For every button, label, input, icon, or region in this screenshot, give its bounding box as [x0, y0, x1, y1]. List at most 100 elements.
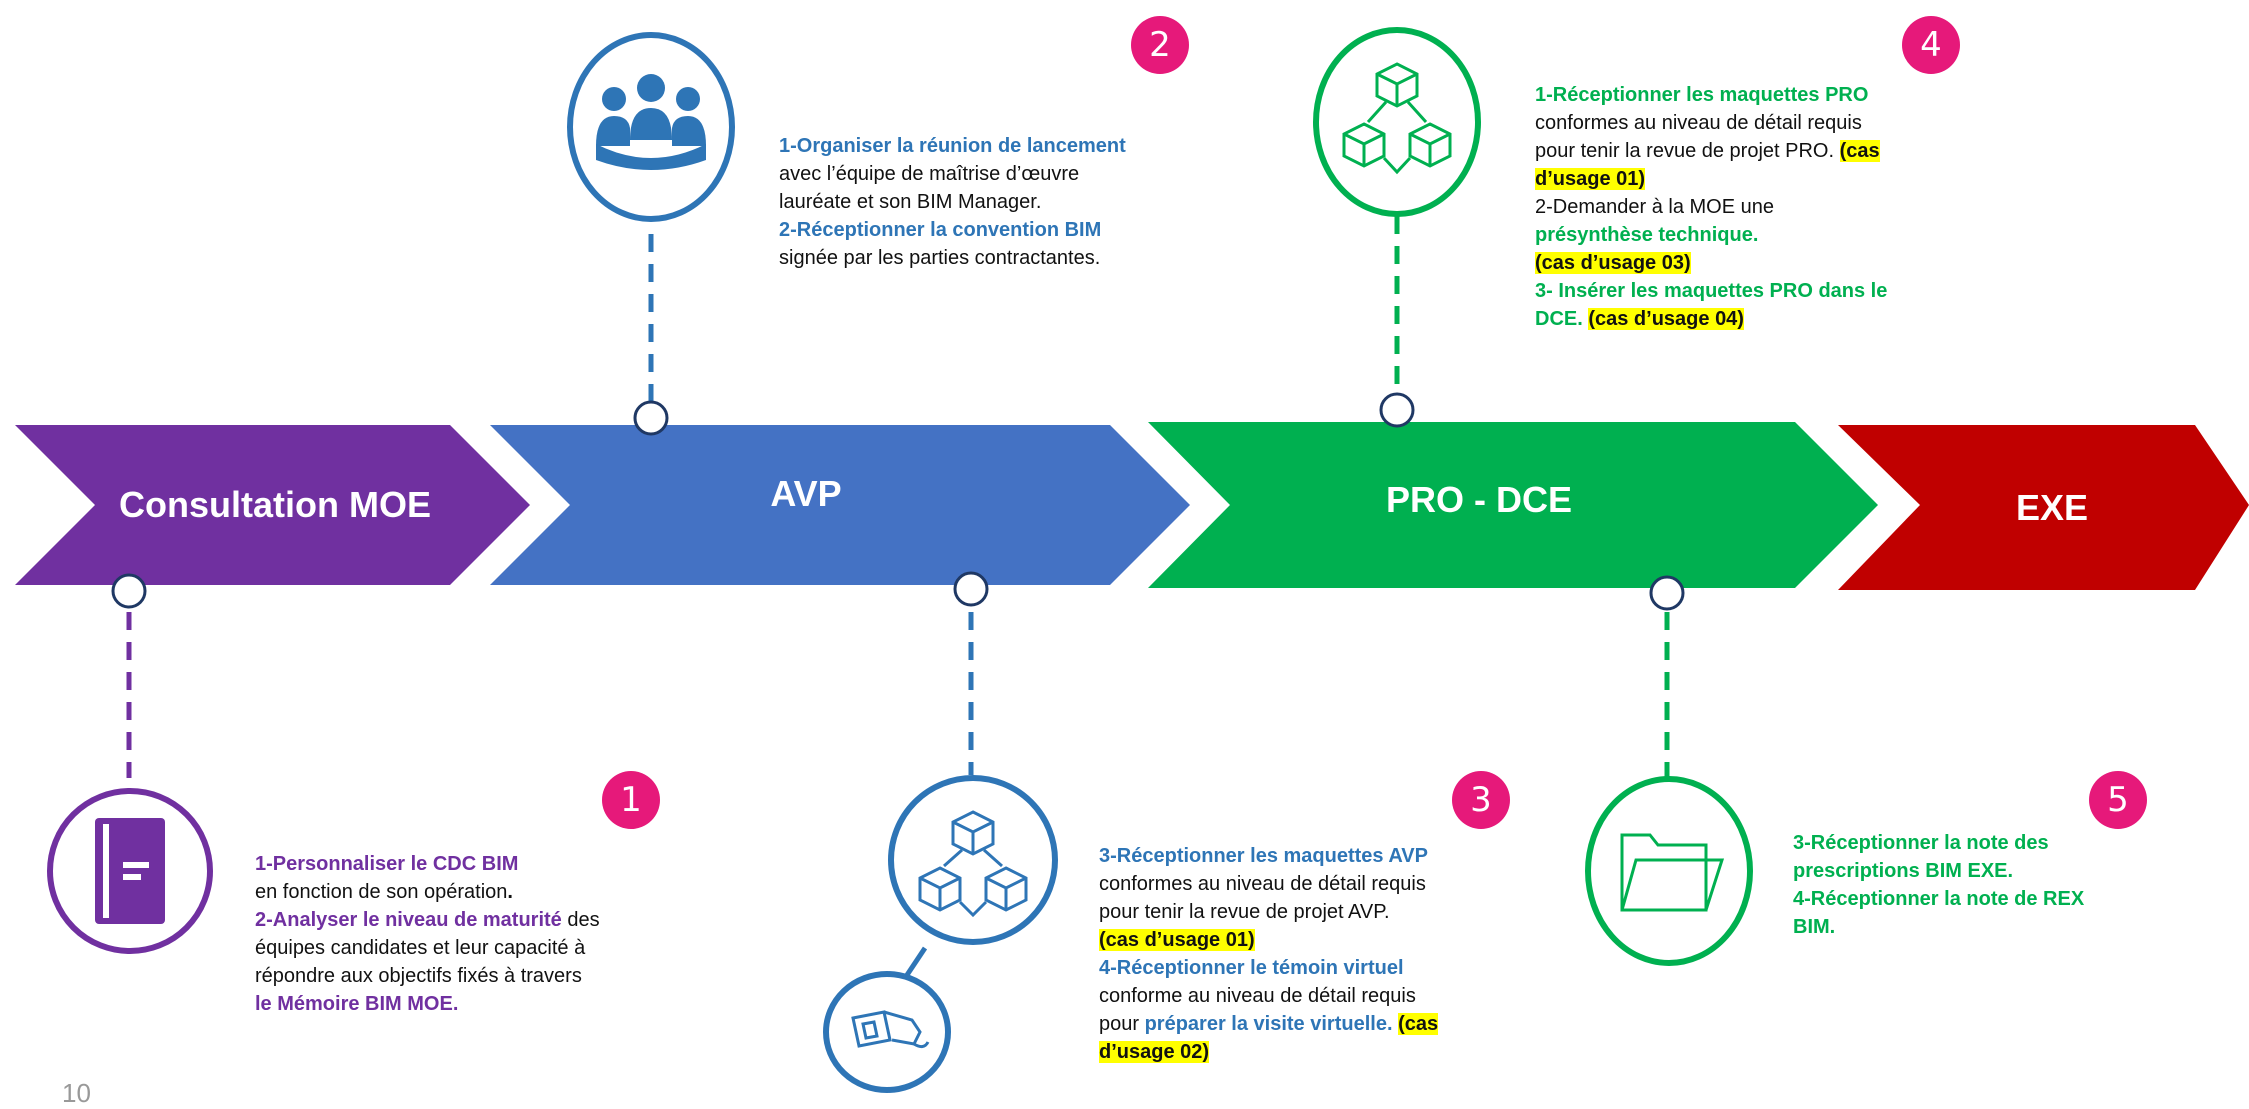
- node-step-2: [633, 400, 669, 436]
- text-line: 4-Réceptionner la note de REX: [1793, 885, 2133, 913]
- text-run: 2-Demander à la MOE une: [1535, 196, 1775, 218]
- step-3-text: 3-Réceptionner les maquettes AVP conforme…: [1099, 842, 1499, 1066]
- step-2-text: 1-Organiser la réunion de lancement avec …: [779, 132, 1179, 272]
- text-run: signée par les parties contractantes.: [779, 247, 1101, 269]
- text-line: le Mémoire BIM MOE.: [255, 990, 655, 1018]
- text-line: 1-Réceptionner les maquettes PRO: [1535, 81, 1935, 109]
- text-line: signée par les parties contractantes.: [779, 244, 1179, 272]
- text-line: avec l’équipe de maîtrise d’œuvre: [779, 160, 1179, 188]
- text-line: DCE. (cas d’usage 04): [1535, 305, 1935, 333]
- text-line: pour tenir la revue de projet AVP.: [1099, 898, 1499, 926]
- vr-link-line: [902, 946, 928, 980]
- team-icon: [567, 32, 735, 222]
- step-badge-2: 2: [1131, 16, 1189, 74]
- step-5-text: 3-Réceptionner la note des prescriptions …: [1793, 829, 2133, 941]
- node-step-5: [1649, 575, 1685, 611]
- use-case-tag: (cas d’usage 01): [1099, 929, 1255, 951]
- text-run: BIM.: [1793, 916, 1836, 938]
- document-icon: [47, 788, 213, 954]
- text-run: 1-Réceptionner les maquettes PRO: [1535, 84, 1869, 106]
- text-run: conforme au niveau de détail requis: [1099, 985, 1416, 1007]
- text-line: 2-Analyser le niveau de maturité des: [255, 906, 655, 934]
- use-case-tag: d’usage 01): [1535, 168, 1646, 190]
- step-1-text: 1-Personnaliser le CDC BIM en fonction de…: [255, 850, 655, 1018]
- text-line: 2-Demander à la MOE une: [1535, 193, 1935, 221]
- text-run: conformes au niveau de détail requis: [1535, 112, 1862, 134]
- phase-label-exe: EXE: [2016, 487, 2088, 528]
- text-run: prescriptions BIM EXE.: [1793, 860, 2014, 882]
- text-run: 3- Insérer les maquettes PRO dans le: [1535, 280, 1888, 302]
- use-case-tag: (cas: [1398, 1013, 1439, 1035]
- step-badge-3: 3: [1452, 771, 1510, 829]
- text-run: pour: [1099, 1013, 1145, 1035]
- text-run: 4-Réceptionner la note de REX: [1793, 888, 2085, 910]
- text-line: équipes candidates et leur capacité à: [255, 934, 655, 962]
- text-line: BIM.: [1793, 913, 2133, 941]
- text-line: (cas d’usage 01): [1099, 926, 1499, 954]
- text-run: DCE.: [1535, 308, 1589, 330]
- use-case-tag: (cas d’usage 03): [1535, 252, 1691, 274]
- text-run: 1-Organiser la réunion de lancement: [779, 135, 1126, 157]
- text-run: équipes candidates et leur capacité à: [255, 937, 586, 959]
- node-step-4: [1379, 392, 1415, 428]
- text-line: 4-Réceptionner le témoin virtuel: [1099, 954, 1499, 982]
- step-badge-5: 5: [2089, 771, 2147, 829]
- text-run: 3-Réceptionner les maquettes AVP: [1099, 845, 1428, 867]
- text-run: des: [561, 909, 600, 931]
- text-line: pour tenir la revue de projet PRO. (cas: [1535, 137, 1935, 165]
- text-line: (cas d’usage 03): [1535, 249, 1935, 277]
- text-line: lauréate et son BIM Manager.: [779, 188, 1179, 216]
- cubes-icon: [1313, 27, 1481, 217]
- phase-label-pro-dce: PRO - DCE: [1386, 479, 1572, 520]
- text-line: d’usage 02): [1099, 1038, 1499, 1066]
- text-run: pour tenir la revue de projet PRO.: [1535, 140, 1840, 162]
- text-run: 1-Personnaliser le CDC BIM: [255, 853, 519, 875]
- phase-arrow-pro-dce: [1148, 422, 1878, 588]
- phase-arrow-avp: [490, 425, 1190, 585]
- text-line: 3- Insérer les maquettes PRO dans le: [1535, 277, 1935, 305]
- text-line: 3-Réceptionner les maquettes AVP: [1099, 842, 1499, 870]
- text-run: présynthèse technique.: [1535, 224, 1759, 246]
- phase-label-avp: AVP: [770, 473, 841, 514]
- text-line: 1-Personnaliser le CDC BIM: [255, 850, 655, 878]
- text-run: conformes au niveau de détail requis: [1099, 873, 1426, 895]
- text-line: d’usage 01): [1535, 165, 1935, 193]
- text-line: prescriptions BIM EXE.: [1793, 857, 2133, 885]
- text-run: 2-Réceptionner la convention BIM: [779, 219, 1102, 241]
- text-run: 4-Réceptionner le témoin virtuel: [1099, 957, 1404, 979]
- phase-arrow-consultation: [15, 425, 530, 585]
- use-case-tag: (cas: [1839, 140, 1880, 162]
- folder-icon: [1585, 776, 1753, 966]
- text-line: présynthèse technique.: [1535, 221, 1935, 249]
- text-run: 3-Réceptionner la note des: [1793, 832, 2049, 854]
- node-step-3: [953, 571, 989, 607]
- vr-glasses-icon: [823, 971, 951, 1093]
- text-line: répondre aux objectifs fixés à travers: [255, 962, 655, 990]
- text-run: .: [507, 881, 513, 903]
- text-line: en fonction de son opération.: [255, 878, 655, 906]
- text-run: lauréate et son BIM Manager.: [779, 191, 1042, 213]
- text-line: 2-Réceptionner la convention BIM: [779, 216, 1179, 244]
- text-line: pour préparer la visite virtuelle. (cas: [1099, 1010, 1499, 1038]
- text-run: en fonction de son opération: [255, 881, 508, 903]
- cubes-icon: [888, 775, 1058, 945]
- use-case-tag: d’usage 02): [1099, 1041, 1210, 1063]
- text-line: conformes au niveau de détail requis: [1535, 109, 1935, 137]
- step-4-text: 1-Réceptionner les maquettes PRO conforme…: [1535, 81, 1935, 333]
- use-case-tag: (cas d’usage 04): [1588, 308, 1744, 330]
- text-run: avec l’équipe de maîtrise d’œuvre: [779, 163, 1080, 185]
- text-line: 3-Réceptionner la note des: [1793, 829, 2133, 857]
- text-line: 1-Organiser la réunion de lancement: [779, 132, 1179, 160]
- text-run: 2-Analyser le niveau de maturité: [255, 909, 562, 931]
- text-run: le Mémoire BIM MOE.: [255, 993, 459, 1015]
- text-run: préparer la visite virtuelle.: [1144, 1013, 1393, 1035]
- step-badge-4: 4: [1902, 16, 1960, 74]
- text-line: conformes au niveau de détail requis: [1099, 870, 1499, 898]
- text-run: pour tenir la revue de projet AVP.: [1099, 901, 1390, 923]
- page-number: 10: [62, 1078, 91, 1108]
- phase-label-consultation: Consultation MOE: [119, 484, 431, 525]
- phase-arrow-exe: [1838, 425, 2249, 590]
- text-line: conforme au niveau de détail requis: [1099, 982, 1499, 1010]
- text-run: répondre aux objectifs fixés à travers: [255, 965, 582, 987]
